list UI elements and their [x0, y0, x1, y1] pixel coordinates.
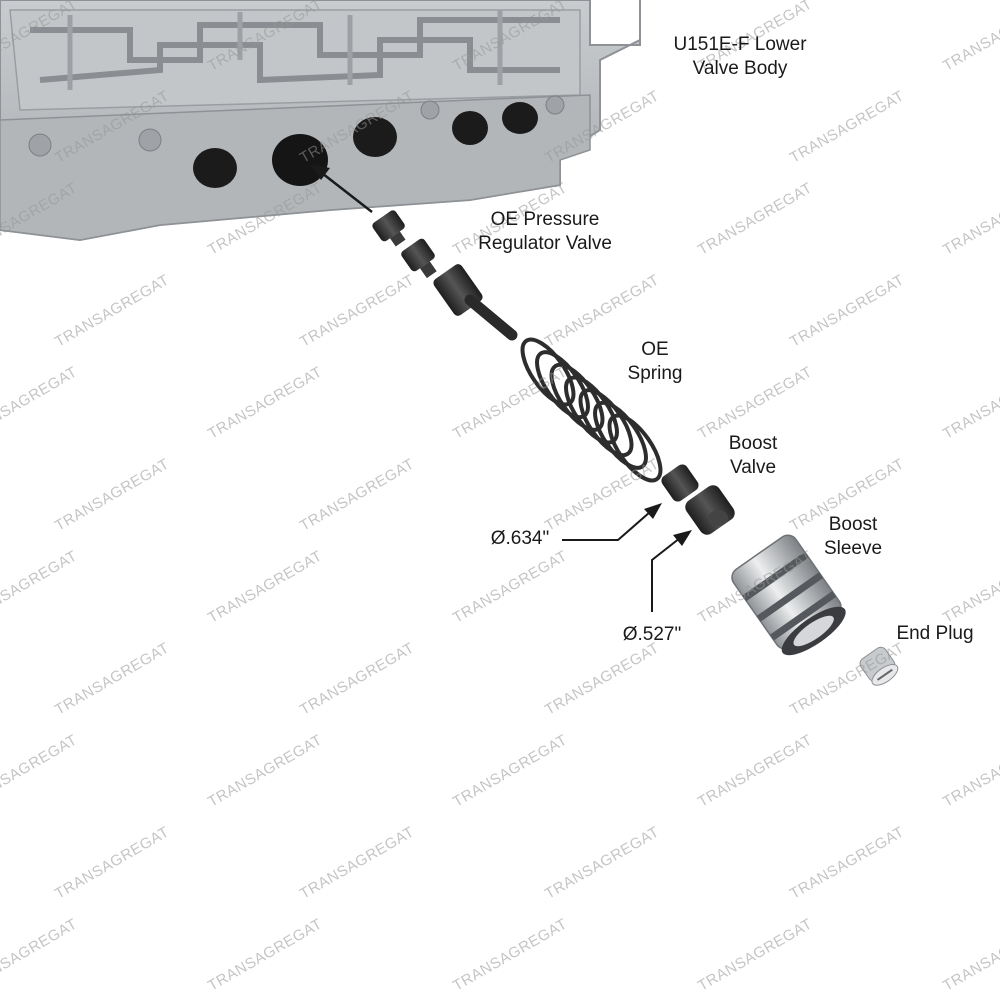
boost-valve-label-line1: Boost [728, 433, 778, 454]
pressure-regulator-label: OE Pressure Regulator Valve [470, 208, 620, 256]
dimension-leader-634 [562, 503, 662, 541]
pressure-regulator-label-line2: Regulator Valve [478, 233, 612, 254]
boost-sleeve-label-line1: Boost [828, 514, 878, 535]
boost-sleeve-label-line2: Sleeve [823, 538, 883, 559]
boost-valve-label-line2: Valve [729, 457, 777, 478]
dimension-label-527: Ø.527" [622, 624, 682, 645]
pressure-regulator-valve [372, 210, 518, 341]
dimension-label-634: Ø.634" [490, 528, 550, 549]
boost-sleeve-label: Boost Sleeve [813, 513, 893, 561]
oe-spring-label: OE Spring [615, 338, 695, 386]
boost-valve-label: Boost Valve [713, 432, 793, 480]
boost-valve [661, 464, 735, 535]
spring-coil [578, 388, 634, 458]
end-plug-label: End Plug [896, 623, 974, 644]
oe-spring-label-line1: OE [641, 339, 669, 360]
end-plug [859, 646, 899, 686]
valve-body [0, 0, 641, 242]
spring-coil [593, 400, 648, 470]
dimension-leader-527 [651, 530, 692, 612]
spring-coil [607, 413, 663, 483]
valve-body-label-line2: Valve Body [692, 58, 788, 79]
bore-pointer-arrow [310, 164, 373, 213]
pressure-regulator-label-line1: OE Pressure [490, 209, 600, 230]
oe-spring [520, 337, 663, 483]
boost-sleeve [731, 534, 846, 656]
valve-body-label-line1: U151E-F Lower [673, 34, 807, 55]
valve-body-label: U151E-F Lower Valve Body [660, 33, 820, 81]
oe-spring-label-line2: Spring [627, 363, 683, 384]
